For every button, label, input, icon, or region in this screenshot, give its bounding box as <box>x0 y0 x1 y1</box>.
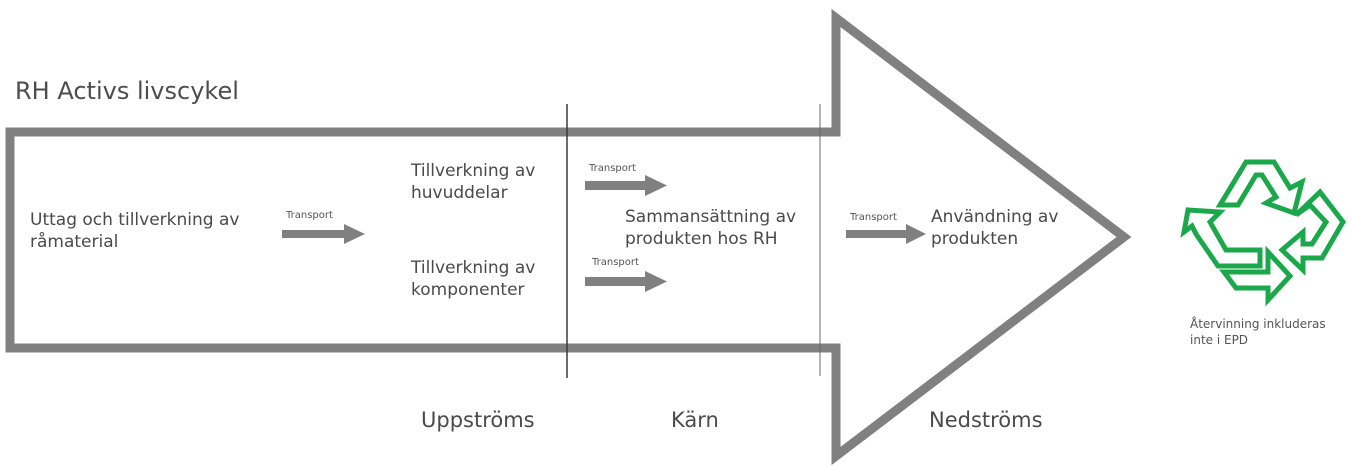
phase-core: Kärn <box>671 408 719 432</box>
transport-arrow-2 <box>585 175 667 196</box>
stage-main-parts: Tillverkning av huvuddelar <box>411 160 535 205</box>
transport-label-2: Transport <box>589 163 636 174</box>
stage-assembly: Sammansättning av produkten hos RH <box>625 206 796 251</box>
stage-use-text: Användning av produkten <box>931 207 1059 250</box>
stage-components-text: Tillverkning av komponenter <box>411 258 536 301</box>
recycling-note-text: Återvinning inkluderas inte i EPD <box>1190 317 1326 347</box>
phase-downstream: Nedströms <box>929 408 1043 432</box>
diagram-title: RH Activs livscykel <box>15 77 239 105</box>
recycle-icon <box>1180 159 1347 307</box>
lifecycle-outline-arrow <box>5 8 1132 466</box>
recycling-note: Återvinning inkluderas inte i EPD <box>1190 317 1326 348</box>
transport-label-4: Transport <box>850 212 897 223</box>
transport-arrow-4 <box>846 224 926 244</box>
transport-arrow-3 <box>585 271 667 292</box>
transport-label-1: Transport <box>286 210 333 221</box>
stage-components: Tillverkning av komponenter <box>411 257 535 302</box>
transport-label-3: Transport <box>592 257 639 268</box>
transport-arrow-1 <box>282 224 365 244</box>
stage-raw-material: Uttag och tillverkning av råmaterial <box>30 209 239 254</box>
stage-main-parts-text: Tillverkning av huvuddelar <box>411 161 536 204</box>
stage-assembly-text: Sammansättning av produkten hos RH <box>625 207 797 250</box>
phase-upstream: Uppströms <box>421 408 535 432</box>
stage-use: Användning av produkten <box>931 206 1058 251</box>
stage-raw-material-text: Uttag och tillverkning av råmaterial <box>30 210 240 253</box>
